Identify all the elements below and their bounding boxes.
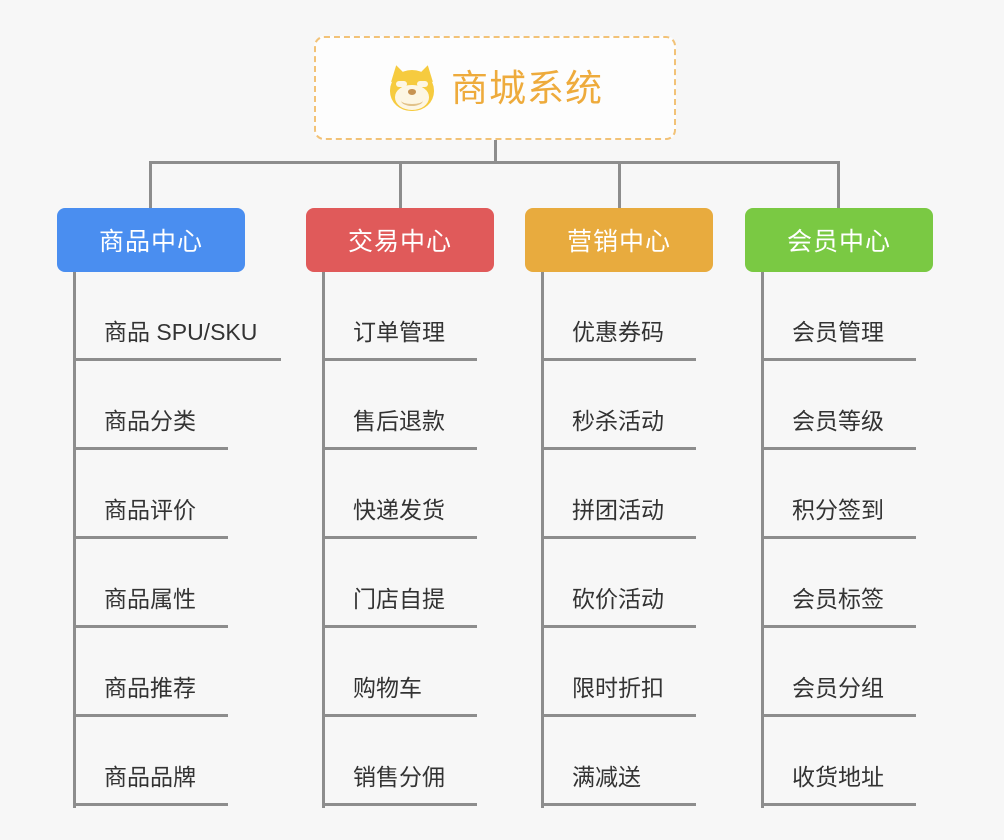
list-item[interactable]: 收货地址 [761,717,916,806]
item-label: 拼团活动 [572,497,664,523]
branch-items-member: 会员管理 会员等级 积分签到 会员标签 会员分组 收货地址 [761,272,916,806]
item-label: 会员管理 [792,319,884,345]
list-item[interactable]: 商品属性 [73,539,281,628]
item-label: 秒杀活动 [572,408,664,434]
list-item[interactable]: 商品 SPU/SKU [73,272,281,361]
list-item[interactable]: 销售分佣 [322,717,477,806]
item-label: 商品属性 [104,586,196,612]
branch-header-product[interactable]: 商品中心 [57,208,245,272]
root-stem-connector [494,140,497,164]
item-label: 商品品牌 [104,764,196,790]
branch-drop-connector-2 [399,161,402,208]
list-item[interactable]: 会员等级 [761,361,916,450]
list-item[interactable]: 会员标签 [761,539,916,628]
list-item[interactable]: 拼团活动 [541,450,696,539]
list-item[interactable]: 优惠券码 [541,272,696,361]
item-label: 收货地址 [792,764,884,790]
list-item[interactable]: 砍价活动 [541,539,696,628]
list-item[interactable]: 订单管理 [322,272,477,361]
branch-drop-connector-4 [837,161,840,208]
item-label: 购物车 [353,675,422,701]
list-item[interactable]: 快递发货 [322,450,477,539]
item-label: 满减送 [572,764,641,790]
list-item[interactable]: 购物车 [322,628,477,717]
branch-items-product: 商品 SPU/SKU 商品分类 商品评价 商品属性 商品推荐 商品品牌 [73,272,281,806]
item-label: 砍价活动 [572,586,664,612]
item-label: 门店自提 [353,586,445,612]
branch-trunk-member [761,272,764,808]
branch-trunk-trade [322,272,325,808]
branch-bus-connector [149,161,840,164]
list-item[interactable]: 限时折扣 [541,628,696,717]
item-label: 商品推荐 [104,675,196,701]
item-label: 快递发货 [353,497,445,523]
branch-trunk-product [73,272,76,808]
item-label: 限时折扣 [572,675,664,701]
branch-header-marketing[interactable]: 营销中心 [525,208,713,272]
item-label: 会员标签 [792,586,884,612]
item-label: 商品 SPU/SKU [104,319,258,345]
list-item[interactable]: 售后退款 [322,361,477,450]
item-label: 订单管理 [353,319,445,345]
list-item[interactable]: 商品品牌 [73,717,281,806]
item-label: 商品评价 [104,497,196,523]
item-label: 优惠券码 [572,319,664,345]
list-item[interactable]: 门店自提 [322,539,477,628]
root-node[interactable]: 商城系统 [314,36,676,140]
item-label: 商品分类 [104,408,196,434]
item-label: 销售分佣 [353,764,445,790]
list-item[interactable]: 商品分类 [73,361,281,450]
list-item[interactable]: 商品评价 [73,450,281,539]
branch-trunk-marketing [541,272,544,808]
branch-header-member[interactable]: 会员中心 [745,208,933,272]
list-item[interactable]: 会员管理 [761,272,916,361]
branch-items-marketing: 优惠券码 秒杀活动 拼团活动 砍价活动 限时折扣 满减送 [541,272,696,806]
list-item[interactable]: 秒杀活动 [541,361,696,450]
branch-header-trade[interactable]: 交易中心 [306,208,494,272]
list-item[interactable]: 积分签到 [761,450,916,539]
list-item[interactable]: 满减送 [541,717,696,806]
list-item[interactable]: 会员分组 [761,628,916,717]
item-label: 积分签到 [792,497,884,523]
list-item[interactable]: 商品推荐 [73,628,281,717]
branch-items-trade: 订单管理 售后退款 快递发货 门店自提 购物车 销售分佣 [322,272,477,806]
item-label: 会员等级 [792,408,884,434]
branch-drop-connector-3 [618,161,621,208]
branch-drop-connector-1 [149,161,152,208]
root-title: 商城系统 [451,67,603,109]
item-label: 售后退款 [353,408,445,434]
item-label: 会员分组 [792,675,884,701]
shiba-inu-face-icon [387,63,437,112]
